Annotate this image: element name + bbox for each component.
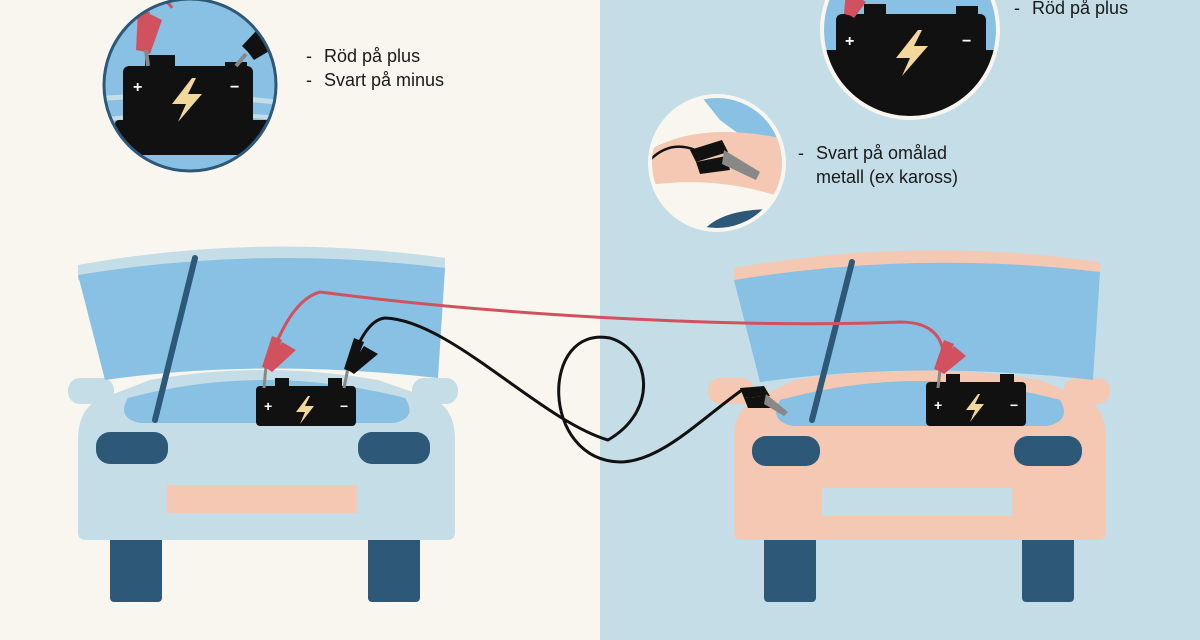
- label-right-black-text: Svart på omålad: [816, 143, 948, 163]
- right-hood-back: [734, 250, 1100, 284]
- label-right-red: -Röd på plus: [1014, 0, 1129, 18]
- dead-car: + −: [708, 250, 1110, 602]
- callout-left-plus: +: [133, 79, 142, 96]
- right-hood-prop-rod: [809, 259, 855, 423]
- red-clamp-icon: [934, 340, 966, 389]
- left-battery-minus: −: [340, 398, 348, 414]
- right-license-plate: [822, 488, 1012, 516]
- right-headlight: [752, 436, 820, 466]
- label-left-red: -Röd på plus: [306, 46, 421, 66]
- left-battery: + −: [256, 378, 356, 426]
- red-jumper-cable: [266, 290, 946, 373]
- callout-right-plus: +: [845, 33, 854, 50]
- black-clamp-icon: [740, 386, 788, 416]
- black-jumper-cable: [348, 316, 743, 464]
- bolt-icon: [966, 394, 984, 422]
- left-wheel: [110, 530, 162, 602]
- label-left-red-text: Röd på plus: [324, 46, 421, 66]
- callout-ground-point: [648, 94, 786, 232]
- right-headlight: [1014, 436, 1082, 466]
- bolt-icon: [172, 78, 202, 122]
- label-right-red-text: Röd på plus: [1032, 0, 1129, 18]
- label-right-black-line2: metall (ex kaross): [816, 165, 958, 189]
- callout-dead-battery: + −: [820, 0, 1000, 120]
- left-mirror: [68, 378, 114, 404]
- label-right-black: -Svart på omålad: [798, 143, 948, 163]
- right-battery: + −: [926, 374, 1026, 426]
- right-mirror: [708, 378, 754, 404]
- black-clamp-icon: [342, 338, 378, 389]
- bolt-icon: [896, 30, 928, 76]
- left-headlight: [96, 432, 168, 464]
- right-battery-plus: +: [934, 397, 942, 413]
- right-battery-minus: −: [1010, 397, 1018, 413]
- label-left-black-text: Svart på minus: [324, 70, 445, 90]
- left-battery-plus: +: [264, 398, 272, 414]
- callout-donor-battery: + −: [102, 0, 278, 173]
- right-wheel: [1022, 530, 1074, 602]
- left-license-plate: [167, 485, 357, 513]
- label-right-black-text-2: metall (ex kaross): [816, 167, 959, 187]
- callout-right-minus: −: [962, 33, 971, 50]
- callout-left-minus: −: [230, 79, 239, 96]
- left-wheel: [368, 530, 420, 602]
- bolt-icon: [296, 396, 314, 424]
- left-headlight: [358, 432, 430, 464]
- right-wheel: [764, 530, 816, 602]
- red-clamp-icon: [262, 336, 296, 389]
- left-hood-back: [78, 246, 445, 280]
- label-left-black: -Svart på minus: [306, 70, 445, 90]
- left-hood-prop-rod: [152, 255, 198, 423]
